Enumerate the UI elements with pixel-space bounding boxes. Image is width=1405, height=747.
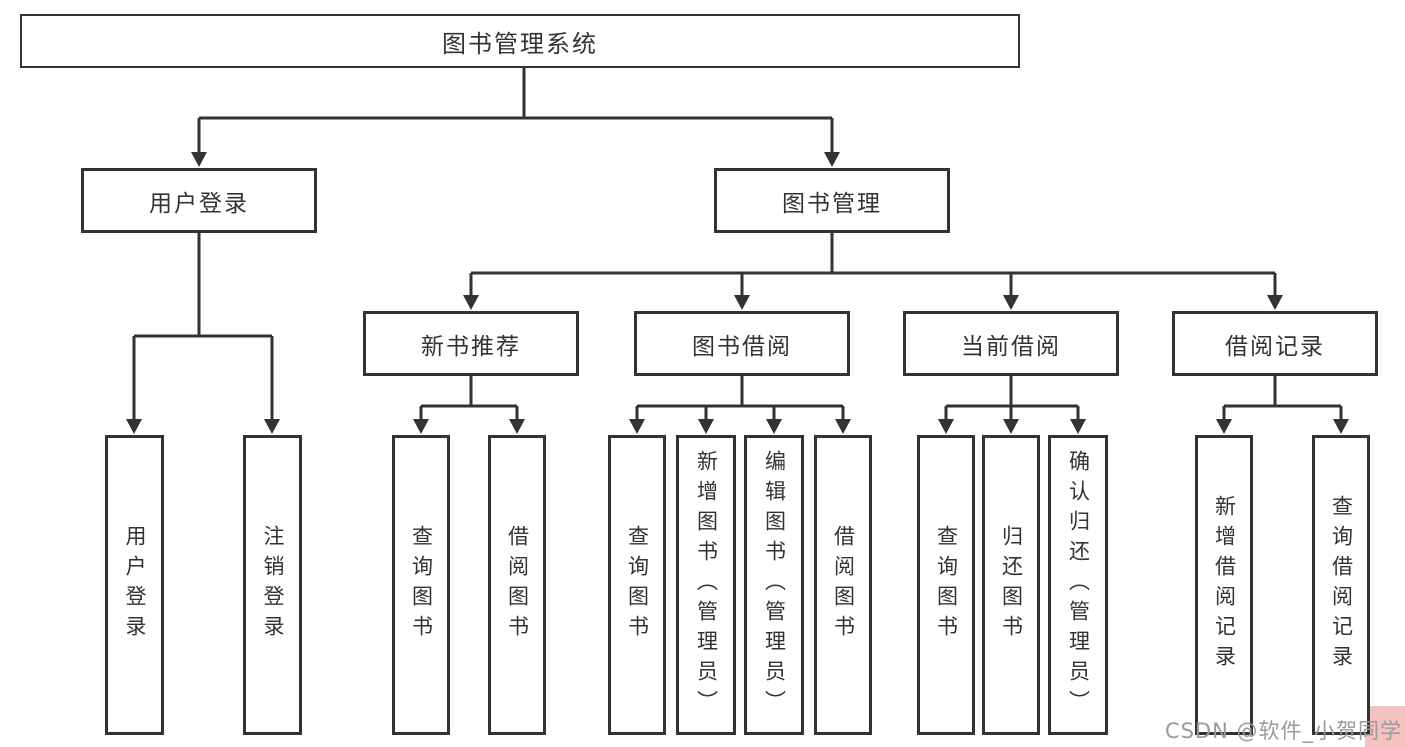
- node-root: 图书管理系统: [20, 14, 1020, 68]
- node-query-books-3: 查询图书: [917, 435, 975, 735]
- arrowhead-icons: [126, 152, 1349, 434]
- node-new-book-recommend: 新书推荐: [363, 311, 579, 376]
- node-query-books-2: 查询图书: [608, 435, 666, 735]
- node-query-books-3-label: 查询图书: [934, 525, 959, 645]
- node-confirm-return-admin: 确认归还（管理员）: [1048, 435, 1108, 735]
- node-borrow-books-1: 借阅图书: [488, 435, 546, 735]
- node-query-borrow-record-label: 查询借阅记录: [1329, 495, 1354, 675]
- node-user-login-leaf: 用户登录: [105, 435, 164, 735]
- node-add-borrow-record-label: 新增借阅记录: [1212, 495, 1237, 675]
- node-add-books-admin: 新增图书（管理员）: [676, 435, 736, 735]
- node-add-books-admin-label: 新增图书（管理员）: [694, 450, 719, 720]
- node-root-label: 图书管理系统: [442, 29, 598, 58]
- node-query-borrow-record: 查询借阅记录: [1312, 435, 1370, 735]
- node-current-borrowing-label: 当前借阅: [961, 333, 1061, 360]
- node-logout-leaf-label: 注销登录: [261, 525, 285, 645]
- node-edit-books-admin-label: 编辑图书（管理员）: [762, 450, 787, 720]
- node-user-login-leaf-label: 用户登录: [123, 525, 147, 645]
- node-return-books: 归还图书: [982, 435, 1040, 735]
- node-query-books-1-label: 查询图书: [409, 525, 434, 645]
- node-book-management-label: 图书管理: [782, 190, 882, 217]
- node-add-borrow-record: 新增借阅记录: [1195, 435, 1253, 735]
- node-book-management: 图书管理: [714, 168, 950, 233]
- node-borrow-books-2: 借阅图书: [814, 435, 872, 735]
- node-new-book-recommend-label: 新书推荐: [421, 333, 521, 360]
- node-borrow-records-label: 借阅记录: [1225, 333, 1325, 360]
- node-borrow-records: 借阅记录: [1172, 311, 1378, 376]
- node-book-borrowing: 图书借阅: [634, 311, 850, 376]
- node-confirm-return-admin-label: 确认归还（管理员）: [1066, 450, 1091, 720]
- node-current-borrowing: 当前借阅: [903, 311, 1119, 376]
- node-user-login: 用户登录: [81, 168, 317, 233]
- node-borrow-books-1-label: 借阅图书: [505, 525, 530, 645]
- node-return-books-label: 归还图书: [999, 525, 1024, 645]
- node-query-books-2-label: 查询图书: [625, 525, 650, 645]
- node-logout-leaf: 注销登录: [243, 435, 302, 735]
- node-user-login-label: 用户登录: [149, 190, 249, 217]
- node-borrow-books-2-label: 借阅图书: [831, 525, 856, 645]
- node-query-books-1: 查询图书: [392, 435, 450, 735]
- csdn-watermark: CSDN @软件_小贺同学: [1164, 719, 1402, 743]
- watermark-highlight: [1365, 706, 1405, 747]
- node-book-borrowing-label: 图书借阅: [692, 333, 792, 360]
- node-edit-books-admin: 编辑图书（管理员）: [744, 435, 804, 735]
